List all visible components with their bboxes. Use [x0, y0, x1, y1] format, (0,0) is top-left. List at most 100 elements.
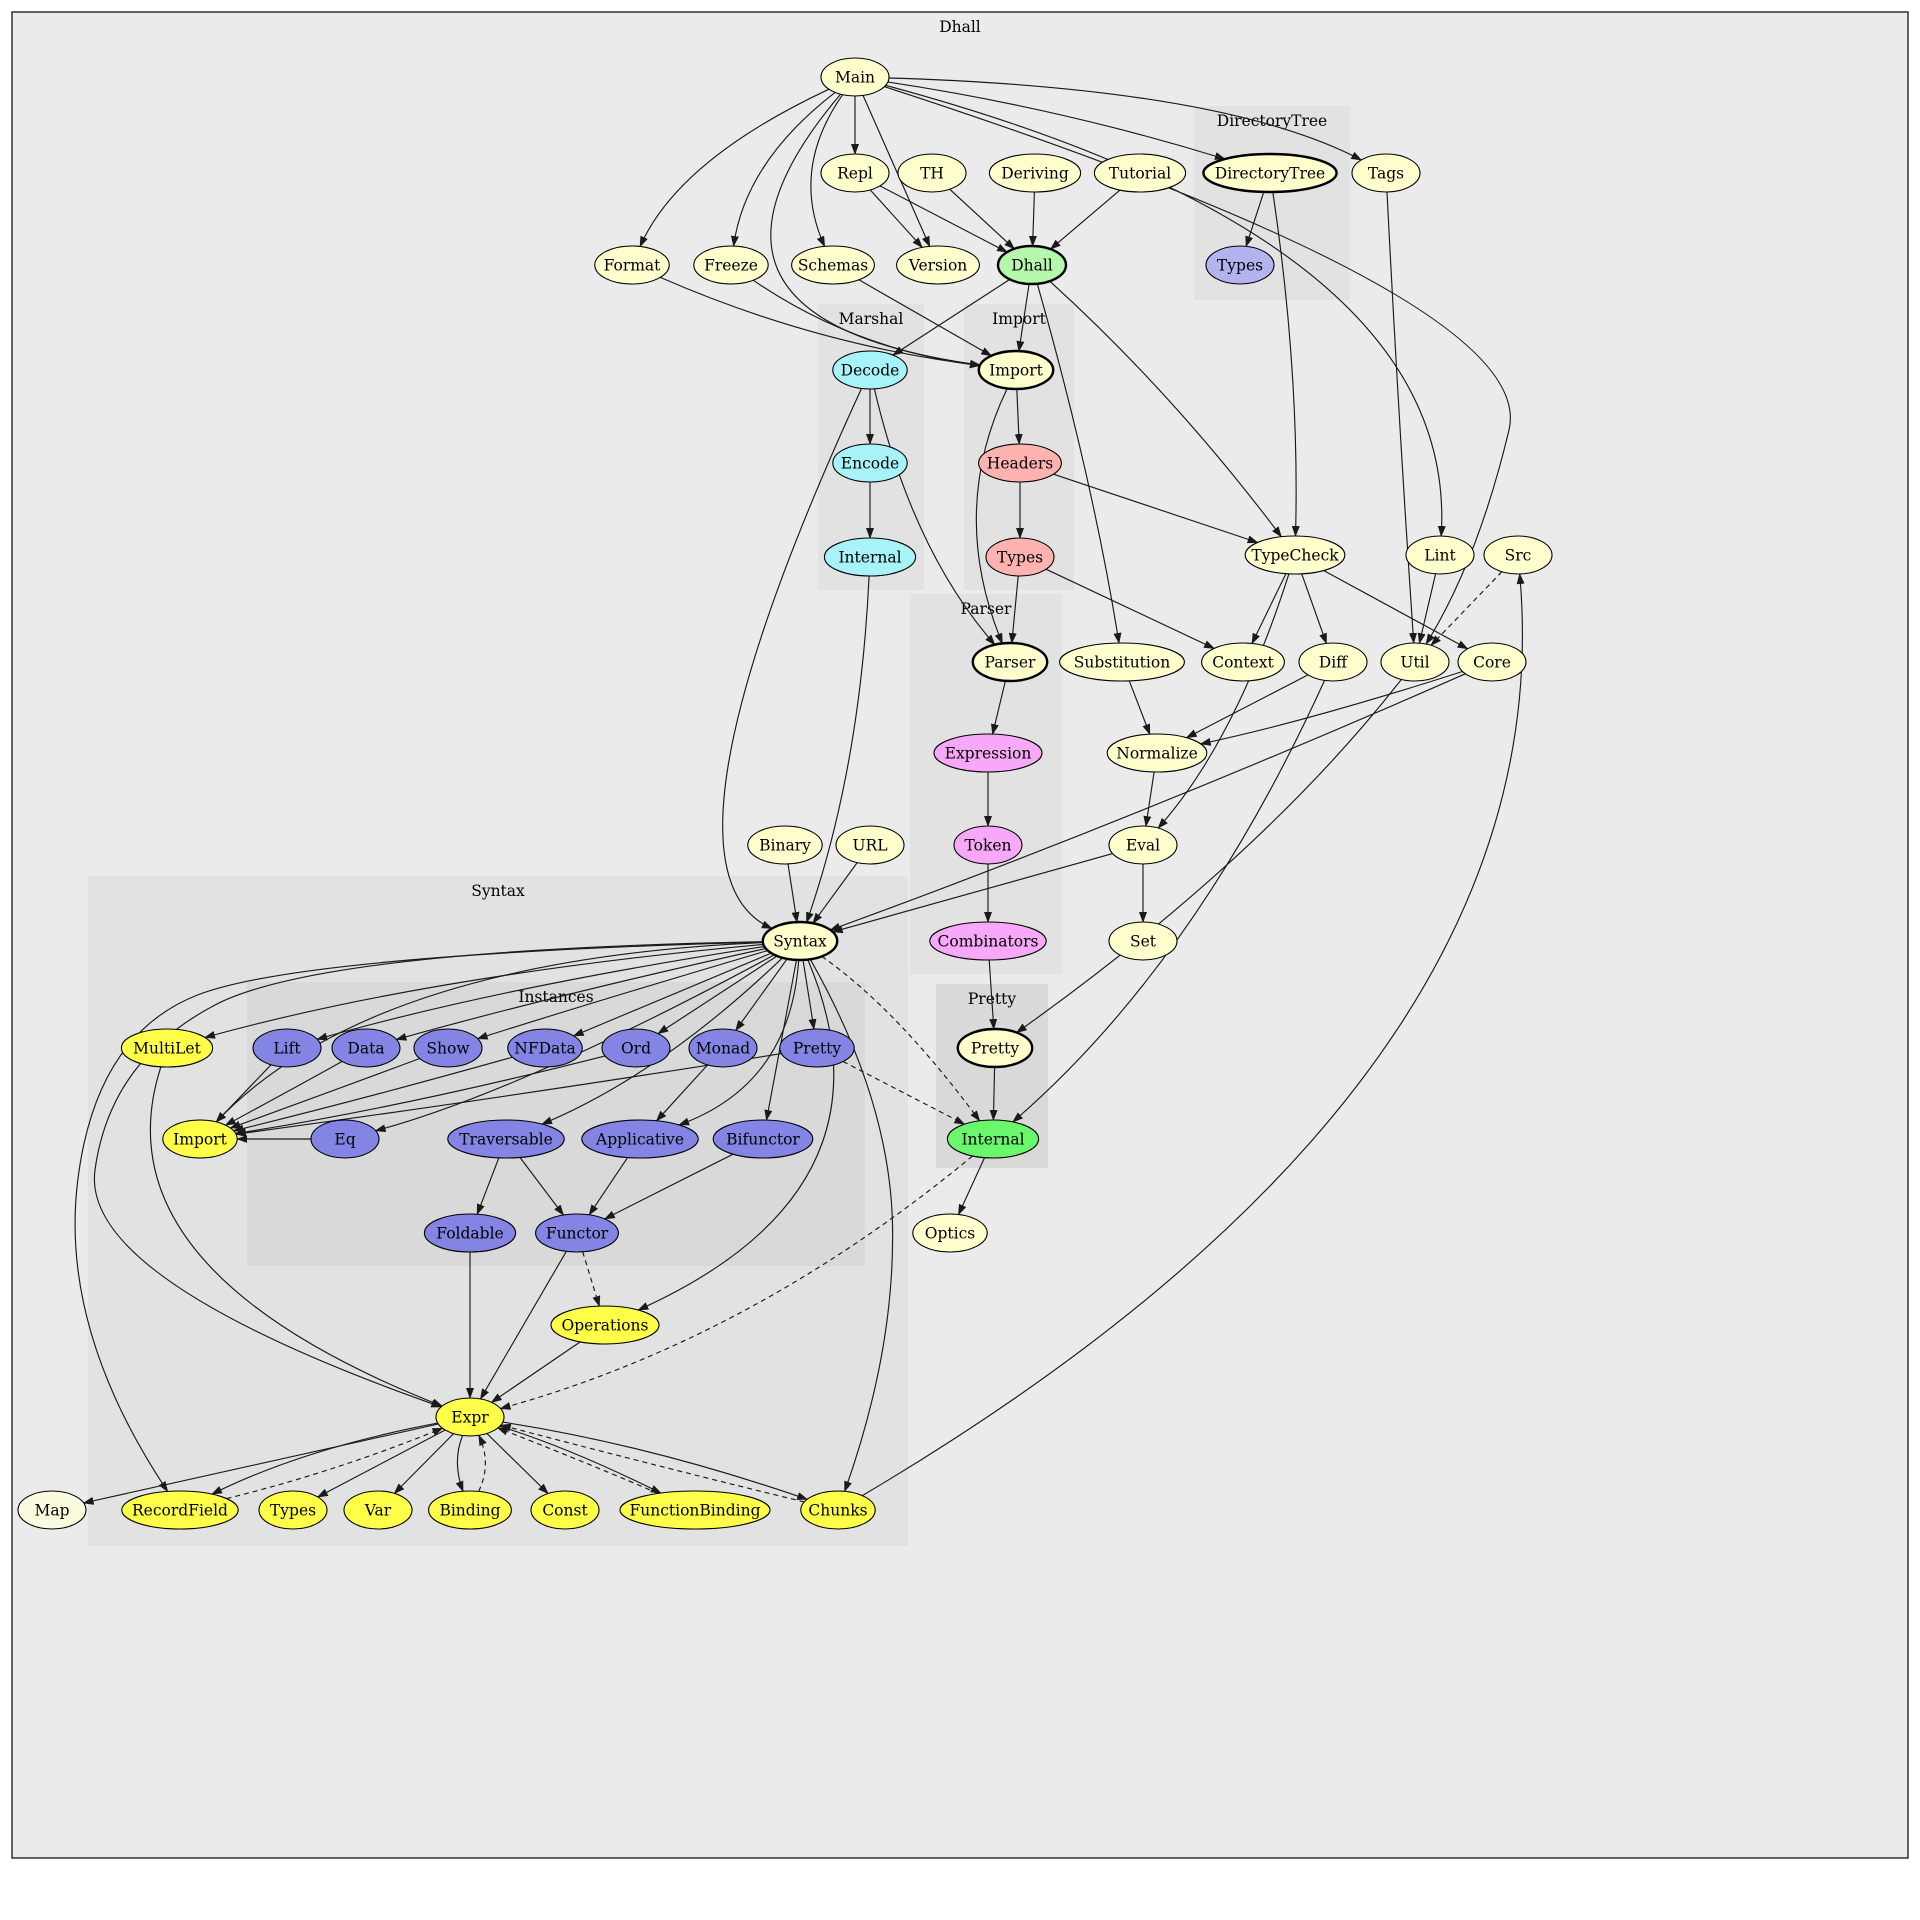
- node-shape-token: [953, 825, 1023, 865]
- node-shape-tutorial: [1093, 153, 1187, 193]
- node-shape-typecheck: [1244, 535, 1346, 575]
- node-operations: Operations: [550, 1305, 660, 1345]
- edge-main-lint: [885, 84, 1446, 537]
- edge-expr-functionbinding: [499, 1425, 662, 1494]
- node-shape-bifunctor: [712, 1119, 814, 1159]
- node-shape-syntax: [761, 920, 839, 962]
- node-label-parser: Parser: [985, 654, 1037, 672]
- edge-freeze-import: [752, 279, 981, 369]
- node-version: Version: [896, 245, 980, 285]
- edge-dhall-import: [1016, 283, 1030, 353]
- node-shape-combinators: [929, 921, 1047, 961]
- node-freeze: Freeze: [693, 245, 769, 285]
- node-shape-headers: [978, 443, 1062, 483]
- node-directorytree: DirectoryTree: [1202, 152, 1338, 194]
- node-label-tutorial: Tutorial: [1109, 165, 1171, 183]
- node-label-multilet: MultiLet: [133, 1040, 201, 1058]
- node-shape-const: [530, 1490, 600, 1530]
- node-label-bifunctor: Bifunctor: [726, 1131, 800, 1149]
- node-label-const: Const: [542, 1502, 588, 1520]
- edge-main-format: [639, 88, 830, 248]
- node-shape-functor: [535, 1213, 619, 1253]
- node-shape-freeze: [693, 245, 769, 285]
- node-syntax: Syntax: [761, 920, 839, 962]
- node-s_types: Types: [258, 1490, 328, 1530]
- edge-syntax-show: [476, 949, 768, 1040]
- node-label-m_internal: Internal: [838, 549, 901, 567]
- node-label-context: Context: [1212, 654, 1274, 672]
- node-label-s_types: Types: [270, 1502, 316, 1520]
- node-dt_types: Types: [1205, 245, 1275, 285]
- edge-recordfield-expr: [226, 1427, 444, 1500]
- edge-lift-s_import: [215, 1064, 272, 1123]
- node-substitution: Substitution: [1059, 642, 1185, 682]
- node-shape-monad: [688, 1028, 758, 1068]
- node-traversable: Traversable: [447, 1119, 565, 1159]
- edge-eval-syntax: [831, 853, 1113, 934]
- node-label-decode: Decode: [841, 362, 900, 380]
- edge-util-pretty: [1015, 679, 1402, 1034]
- node-m_internal: Internal: [823, 537, 917, 577]
- node-label-encode: Encode: [841, 455, 899, 473]
- edge-functor-expr: [479, 1251, 567, 1400]
- node-label-expr: Expr: [451, 1409, 489, 1427]
- node-label-expression: Expression: [945, 745, 1032, 763]
- edge-deriving-dhall: [1028, 191, 1037, 247]
- node-shape-s_import: [162, 1119, 238, 1159]
- cluster-label-marshal-cluster: Marshal: [839, 310, 904, 328]
- node-map: Map: [17, 1490, 87, 1530]
- node-decode: Decode: [832, 350, 908, 390]
- node-optics: Optics: [912, 1213, 988, 1253]
- edge-monad-applicative: [655, 1064, 709, 1122]
- node-shape-multilet: [120, 1028, 214, 1068]
- edge-pretty-p_internal: [989, 1066, 998, 1121]
- node-chunks: Chunks: [800, 1490, 876, 1530]
- edge-syntax-multilet: [204, 943, 764, 1039]
- edge-nfdata-s_import: [232, 1056, 513, 1133]
- node-headers: Headers: [978, 443, 1062, 483]
- node-label-nfdata: NFData: [514, 1040, 575, 1058]
- node-normalize: Normalize: [1106, 733, 1208, 773]
- node-shape-main: [820, 57, 890, 97]
- edge-diff-p_internal: [1012, 680, 1326, 1123]
- edge-typecheck-context: [1251, 573, 1287, 645]
- node-shape-m_internal: [823, 537, 917, 577]
- cluster-label-directorytree-cluster: DirectoryTree: [1217, 112, 1327, 130]
- node-label-util: Util: [1400, 654, 1429, 672]
- edge-expr-recordfield: [211, 1422, 438, 1495]
- node-const: Const: [530, 1490, 600, 1530]
- edge-headers-typecheck: [1053, 473, 1259, 544]
- node-label-token: Token: [964, 837, 1011, 855]
- node-eq: Eq: [310, 1119, 380, 1159]
- node-label-applicative: Applicative: [595, 1131, 684, 1149]
- node-applicative: Applicative: [581, 1119, 699, 1159]
- edge-binary-syntax: [787, 863, 800, 924]
- node-binary: Binary: [747, 825, 823, 865]
- node-label-binary: Binary: [759, 837, 811, 855]
- node-shape-operations: [550, 1305, 660, 1345]
- node-shape-parser: [971, 641, 1049, 683]
- node-shape-core: [1457, 642, 1527, 682]
- node-label-repl: Repl: [837, 165, 873, 183]
- edge-syntax-operations: [637, 959, 835, 1311]
- node-label-eq: Eq: [334, 1131, 355, 1149]
- node-shape-context: [1201, 642, 1285, 682]
- node-import: Import: [977, 349, 1055, 391]
- edge-i_types-parser: [1008, 575, 1019, 644]
- edge-combinators-pretty: [988, 959, 998, 1030]
- edge-syntax-applicative: [678, 959, 800, 1126]
- node-label-binding: Binding: [439, 1502, 500, 1520]
- edge-dhall-substitution: [1036, 283, 1122, 644]
- node-p_internal: Internal: [946, 1119, 1040, 1159]
- node-shape-eq: [310, 1119, 380, 1159]
- node-pretty: Pretty: [956, 1027, 1034, 1069]
- node-label-p_internal: Internal: [961, 1131, 1024, 1149]
- edge-core-normalize: [1199, 670, 1463, 746]
- node-foldable: Foldable: [423, 1213, 517, 1253]
- node-shape-expr: [435, 1397, 505, 1437]
- edge-import-parser: [975, 388, 1008, 645]
- node-label-var: Var: [364, 1502, 392, 1520]
- edge-substitution-normalize: [1128, 680, 1151, 736]
